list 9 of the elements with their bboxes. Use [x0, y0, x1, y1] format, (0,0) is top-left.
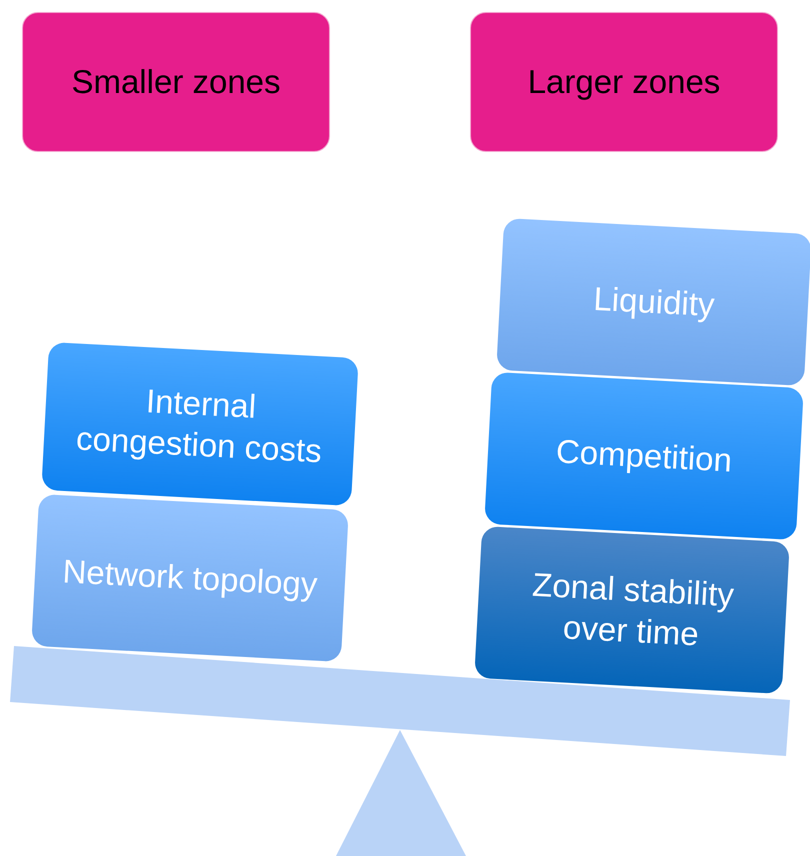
box-label: Larger zones	[528, 62, 720, 102]
box-label: Network topology	[62, 552, 318, 606]
header-box	[22, 12, 330, 152]
box-label: Internal congestion costs	[74, 380, 324, 472]
box-label: Liquidity	[592, 279, 716, 326]
header-box	[470, 12, 778, 152]
box-label: Zonal stability over time	[530, 564, 736, 654]
box-label: Competition	[555, 432, 733, 481]
box-label: Smaller zones	[71, 62, 281, 102]
